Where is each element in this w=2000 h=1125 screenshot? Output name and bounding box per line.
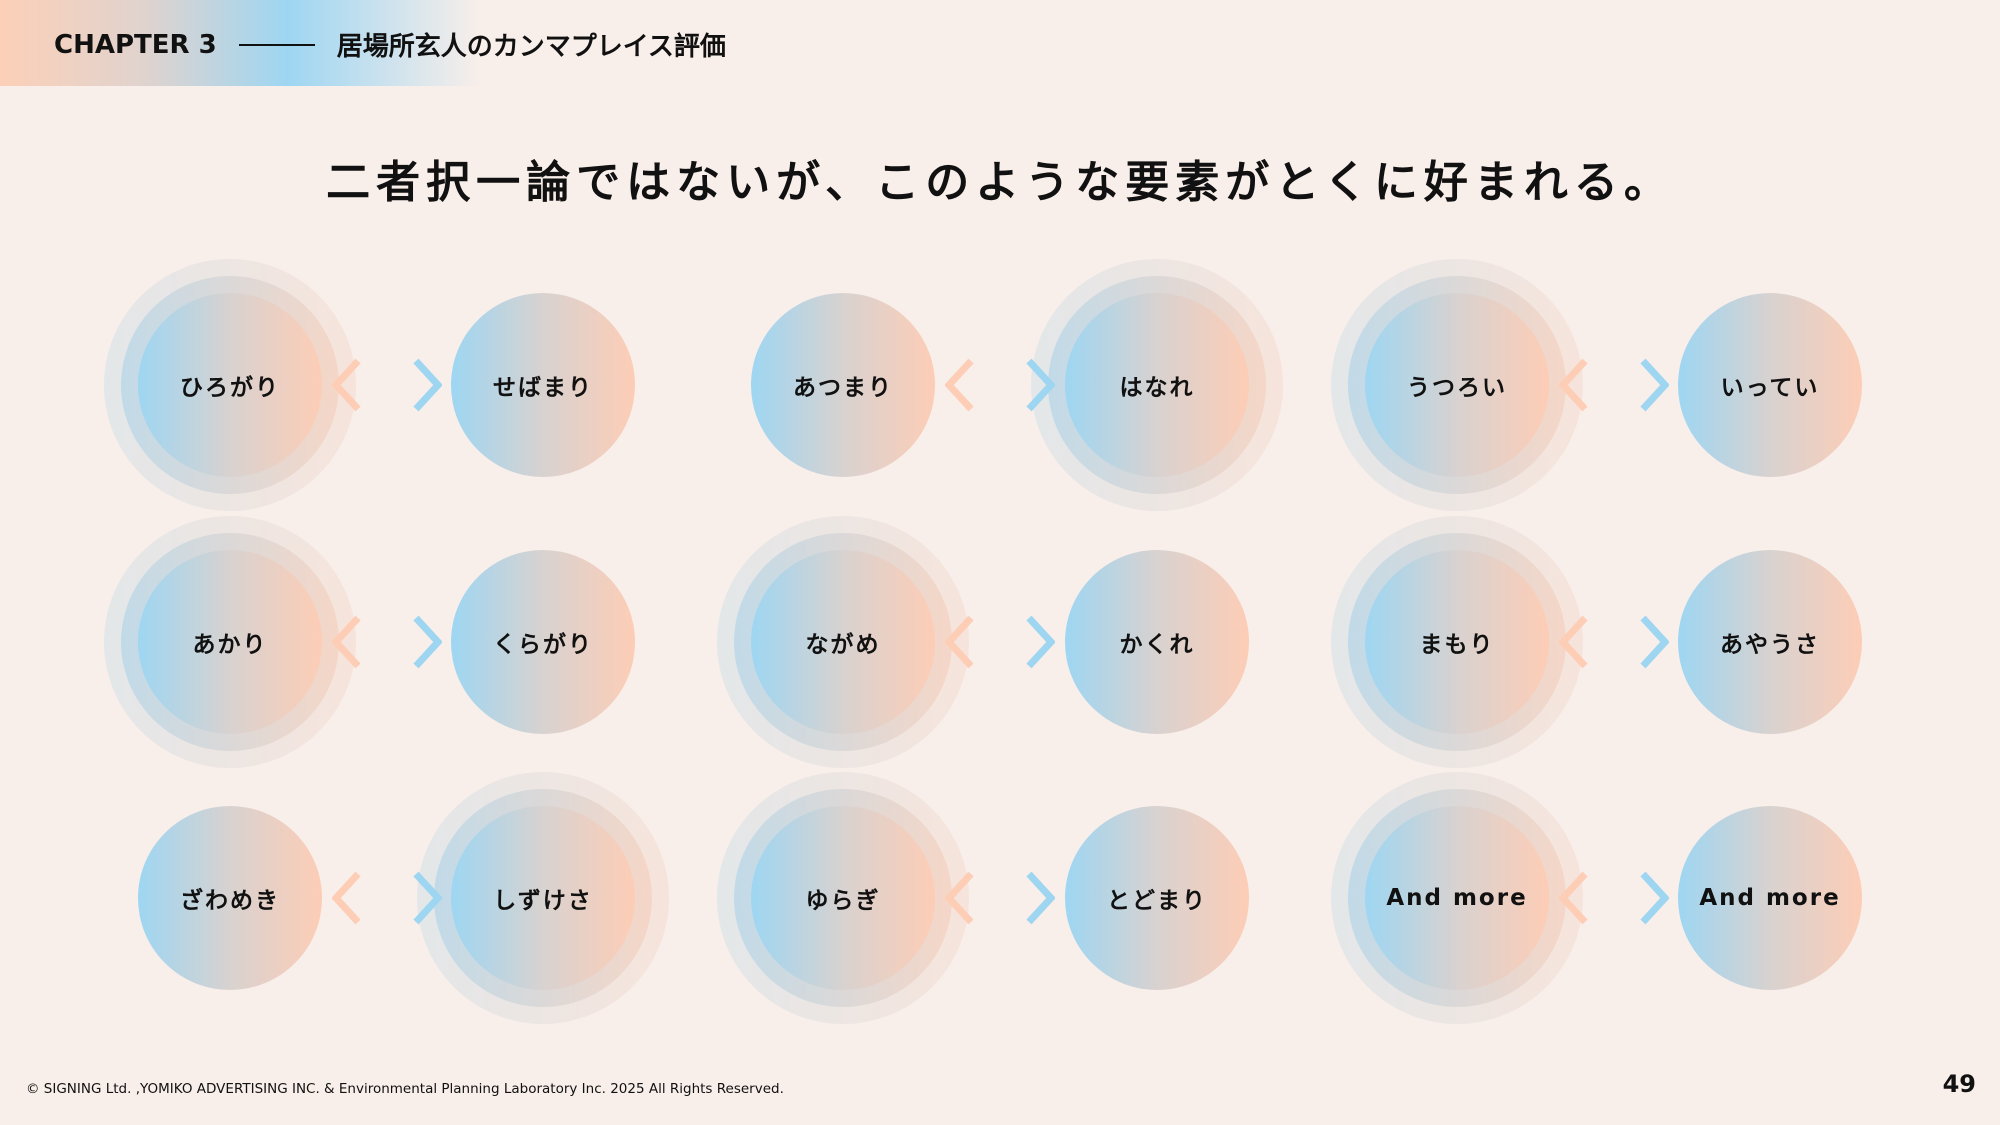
circle-right: しずけさ [417, 772, 669, 1024]
circle-label: ざわめき [180, 888, 280, 914]
circle-left: あつまり [751, 293, 935, 477]
circle-right: あやうさ [1678, 550, 1862, 734]
circle-label: かくれ [1119, 632, 1195, 658]
circle-left: ざわめき [138, 806, 322, 990]
circle-right: くらがり [451, 550, 635, 734]
copyright-footer: © SIGNING Ltd. ,YOMIKO ADVERTISING INC. … [26, 1081, 784, 1097]
circle-label: せばまり [493, 375, 593, 401]
circle-label: まもり [1419, 632, 1495, 658]
circle-label: あやうさ [1720, 632, 1820, 658]
circle-label: うつろい [1407, 375, 1507, 401]
circle-label: しずけさ [493, 888, 593, 914]
circle-label: ゆらぎ [805, 888, 881, 914]
double-arrow-icon [945, 358, 1055, 412]
circle-right: And more [1678, 806, 1862, 990]
circle-left: ゆらぎ [717, 772, 969, 1024]
double-arrow-icon [1558, 871, 1669, 925]
chapter-label: CHAPTER 3 [54, 29, 217, 60]
double-arrow-icon [331, 615, 442, 669]
page-number: 49 [1942, 1070, 1976, 1098]
double-arrow-icon [331, 358, 442, 412]
circle-label: はなれ [1119, 375, 1195, 401]
double-arrow-icon [945, 871, 1055, 925]
circle-right: いってい [1678, 293, 1862, 477]
circle-right: せばまり [451, 293, 635, 477]
circle-label: いってい [1720, 375, 1820, 401]
circle-left: ひろがり [104, 259, 356, 511]
circle-label: あつまり [793, 375, 893, 401]
circle-left: And more [1331, 772, 1583, 1024]
double-arrow-icon [331, 871, 442, 925]
circle-label: ひろがり [180, 375, 280, 401]
double-arrow-icon [1558, 615, 1669, 669]
circle-label: あかり [192, 632, 268, 658]
circle-left: うつろい [1331, 259, 1583, 511]
circle-label: And more [1699, 885, 1841, 911]
circle-left: ながめ [717, 516, 969, 768]
chapter-header: CHAPTER 3 居場所玄人のカンマプレイス評価 [54, 26, 726, 63]
circle-label: ながめ [805, 632, 881, 658]
circle-label: And more [1386, 885, 1528, 911]
divider-line [238, 43, 315, 46]
chapter-header-band [0, 0, 480, 86]
circle-label: とどまり [1107, 888, 1207, 914]
double-arrow-icon [945, 615, 1055, 669]
circle-left: あかり [104, 516, 356, 768]
circle-right: かくれ [1065, 550, 1249, 734]
double-arrow-icon [1558, 358, 1669, 412]
circle-label: くらがり [493, 632, 593, 658]
circle-right: とどまり [1065, 806, 1249, 990]
circle-left: まもり [1331, 516, 1583, 768]
circle-right: はなれ [1031, 259, 1283, 511]
section-title: 居場所玄人のカンマプレイス評価 [336, 32, 726, 62]
slide-title: 二者択一論ではないが、このような要素がとくに好まれる。 [326, 157, 1674, 208]
